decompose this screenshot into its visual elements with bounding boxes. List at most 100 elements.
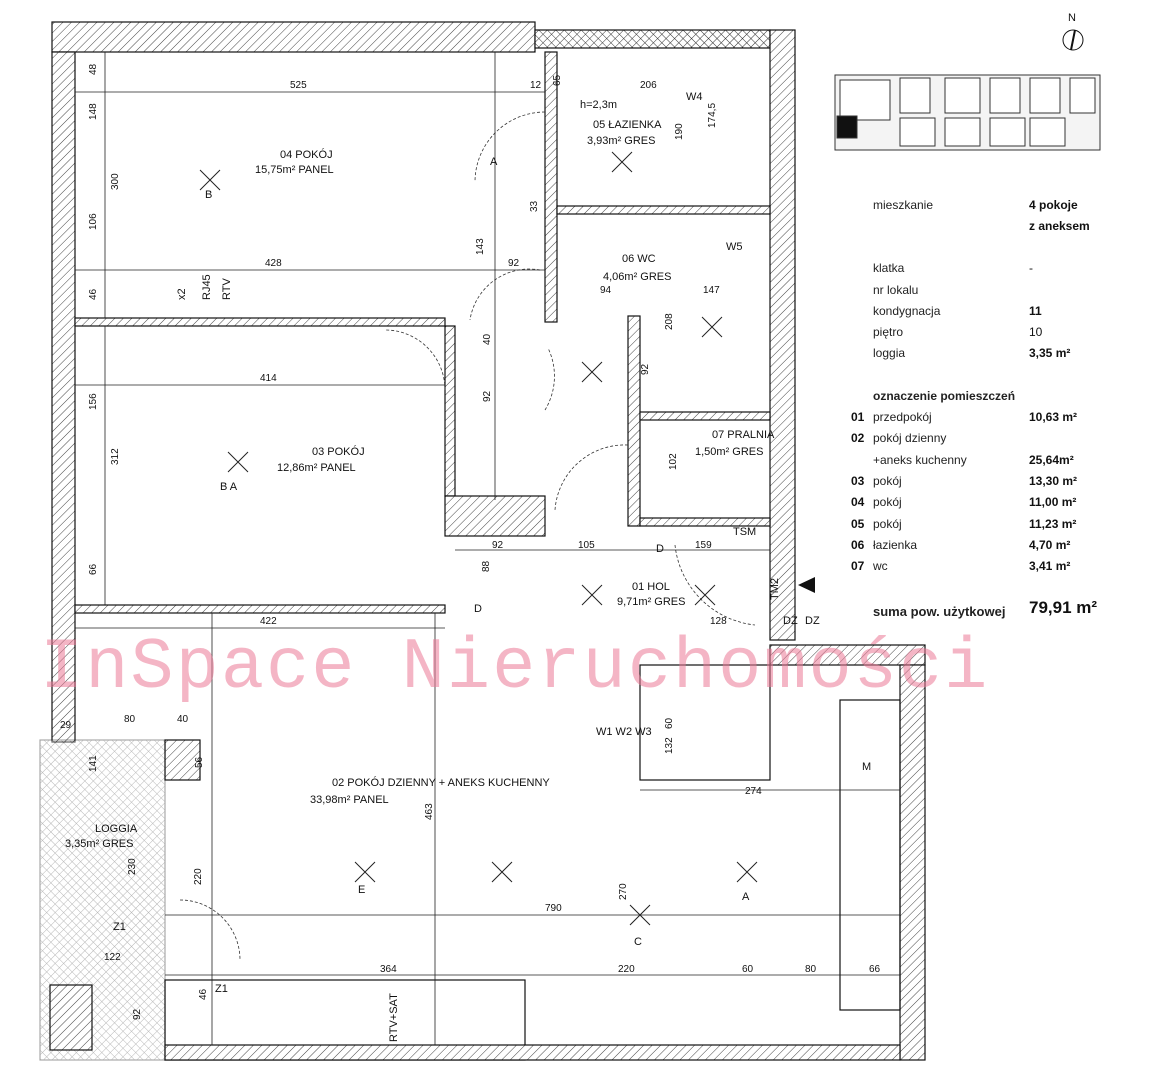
dimension-label: 128 — [710, 616, 727, 627]
room-01-area: 9,71m² GRES — [617, 596, 685, 608]
dimension-label: 414 — [260, 373, 277, 384]
room-area: 11,23 m² — [1029, 516, 1077, 531]
light-points — [199, 151, 758, 926]
dimension-label: 220 — [193, 868, 204, 885]
dimension-label: 29 — [60, 720, 72, 731]
dimension-label: 92 — [492, 540, 504, 551]
dimension-label: 220 — [618, 964, 635, 975]
dimension-label: 60 — [742, 964, 754, 975]
room-area: 4,70 m² — [1029, 537, 1071, 552]
room-07-name: 07 PRALNIA — [712, 429, 775, 441]
room-04-name: 04 POKÓJ — [280, 148, 333, 161]
kondygnacja-label: kondygnacja — [873, 304, 941, 318]
room-name: pokój — [873, 473, 902, 488]
room-row: 01 przedpokój 10,63 m² — [845, 410, 1145, 428]
room-04-area: 15,75m² PANEL — [255, 164, 334, 176]
loggia-area: 3,35m² GRES — [65, 838, 133, 850]
dimension-label: 102 — [668, 453, 679, 470]
symbol-label: TM2 — [769, 578, 781, 600]
symbol-label: RJ45 — [201, 274, 213, 300]
dimension-lines — [75, 52, 900, 1045]
mieszkanie-value-2: z aneksem — [1029, 219, 1090, 233]
dimension-label: 300 — [110, 173, 121, 190]
dimension-label: 88 — [481, 560, 492, 572]
pietro-label: piętro — [873, 325, 904, 339]
dimension-label: 174,5 — [707, 103, 718, 128]
dimension-label: 159 — [695, 540, 712, 551]
room-02-name: 02 POKÓJ DZIENNY + ANEKS KUCHENNY — [332, 776, 550, 789]
symbol-label: B — [205, 189, 212, 201]
dimension-label: 40 — [482, 333, 493, 345]
klatka-value: - — [1029, 261, 1033, 275]
dimension-label: 94 — [600, 285, 612, 296]
total-label: suma pow. użytkowej — [873, 604, 1006, 619]
dimension-label: 364 — [380, 964, 397, 975]
room-name: pokój dzienny — [873, 431, 947, 446]
room-num: 07 — [851, 559, 865, 574]
symbol-label: C — [634, 936, 642, 948]
symbol-label: D — [474, 603, 482, 615]
symbol-label: x2 — [176, 288, 188, 300]
nr-lokalu-label: nr lokalu — [873, 283, 919, 297]
room-num: 01 — [851, 410, 865, 424]
room-01-name: 01 HOL — [632, 581, 670, 593]
room-area: 13,30 m² — [1029, 473, 1078, 488]
dimension-label: 92 — [640, 363, 651, 375]
room-05-area: 3,93m² GRES — [587, 135, 655, 147]
room-area: 10,63 m² — [1029, 410, 1078, 424]
room-name: +aneks kuchenny — [873, 452, 967, 467]
symbol-label: E — [358, 884, 365, 896]
dimension-label: 156 — [88, 393, 99, 410]
room-name: przedpokój — [873, 410, 932, 424]
kondygnacja-value: 11 — [1029, 304, 1042, 318]
room-num: 03 — [851, 473, 865, 488]
dimension-label: 190 — [674, 123, 685, 140]
dimension-label: 65 — [552, 74, 563, 86]
dimension-label: 80 — [124, 714, 136, 725]
room-06-name: 06 WC — [622, 253, 656, 265]
klatka-label: klatka — [873, 261, 905, 275]
dimension-label: 46 — [198, 988, 209, 1000]
symbol-label: DZ — [805, 615, 820, 627]
dimension-label: 428 — [265, 258, 282, 269]
north-compass-icon: N — [1058, 12, 1088, 54]
room-labels: 04 POKÓJ 15,75m² PANEL 05 ŁAZIENKA 3,93m… — [65, 99, 775, 850]
dimension-label: 143 — [475, 238, 486, 255]
dimension-label: 40 — [177, 714, 189, 725]
symbol-label: W5 — [726, 241, 743, 253]
symbol-label: A — [742, 891, 750, 903]
symbol-label: W1 W2 W3 — [596, 726, 652, 738]
dimension-label: 92 — [482, 390, 493, 402]
room-name: pokój — [873, 516, 902, 531]
symbol-label: M — [862, 761, 871, 773]
symbol-label: A — [490, 156, 498, 168]
symbol-label: B A — [220, 481, 238, 493]
watermark: InSpace Nieruchomości — [40, 627, 990, 709]
room-num: 02 — [851, 431, 865, 446]
room-row: 02 pokój dzienny — [845, 431, 1145, 449]
compass-label: N — [1068, 12, 1076, 24]
dimension-label: 33 — [529, 200, 540, 212]
loggia-value: 3,35 m² — [1029, 346, 1071, 360]
dimension-label: 148 — [88, 103, 99, 120]
dimension-label: 92 — [508, 258, 520, 269]
pietro-value: 10 — [1029, 325, 1043, 339]
dimension-label: 312 — [110, 448, 121, 465]
dimension-label: 66 — [88, 563, 99, 575]
room-area: 3,41 m² — [1029, 559, 1071, 574]
mieszkanie-value: 4 pokoje — [1029, 198, 1078, 212]
total-value: 79,91 m² — [1029, 598, 1098, 617]
symbol-label: W4 — [686, 91, 703, 103]
room-name: pokój — [873, 495, 902, 510]
symbol-label: D — [656, 543, 664, 555]
room-num: 06 — [851, 537, 865, 552]
dimension-label: 12 — [530, 80, 542, 91]
bathroom-height-note: h=2,3m — [580, 99, 617, 111]
dimension-label: 270 — [618, 883, 629, 900]
